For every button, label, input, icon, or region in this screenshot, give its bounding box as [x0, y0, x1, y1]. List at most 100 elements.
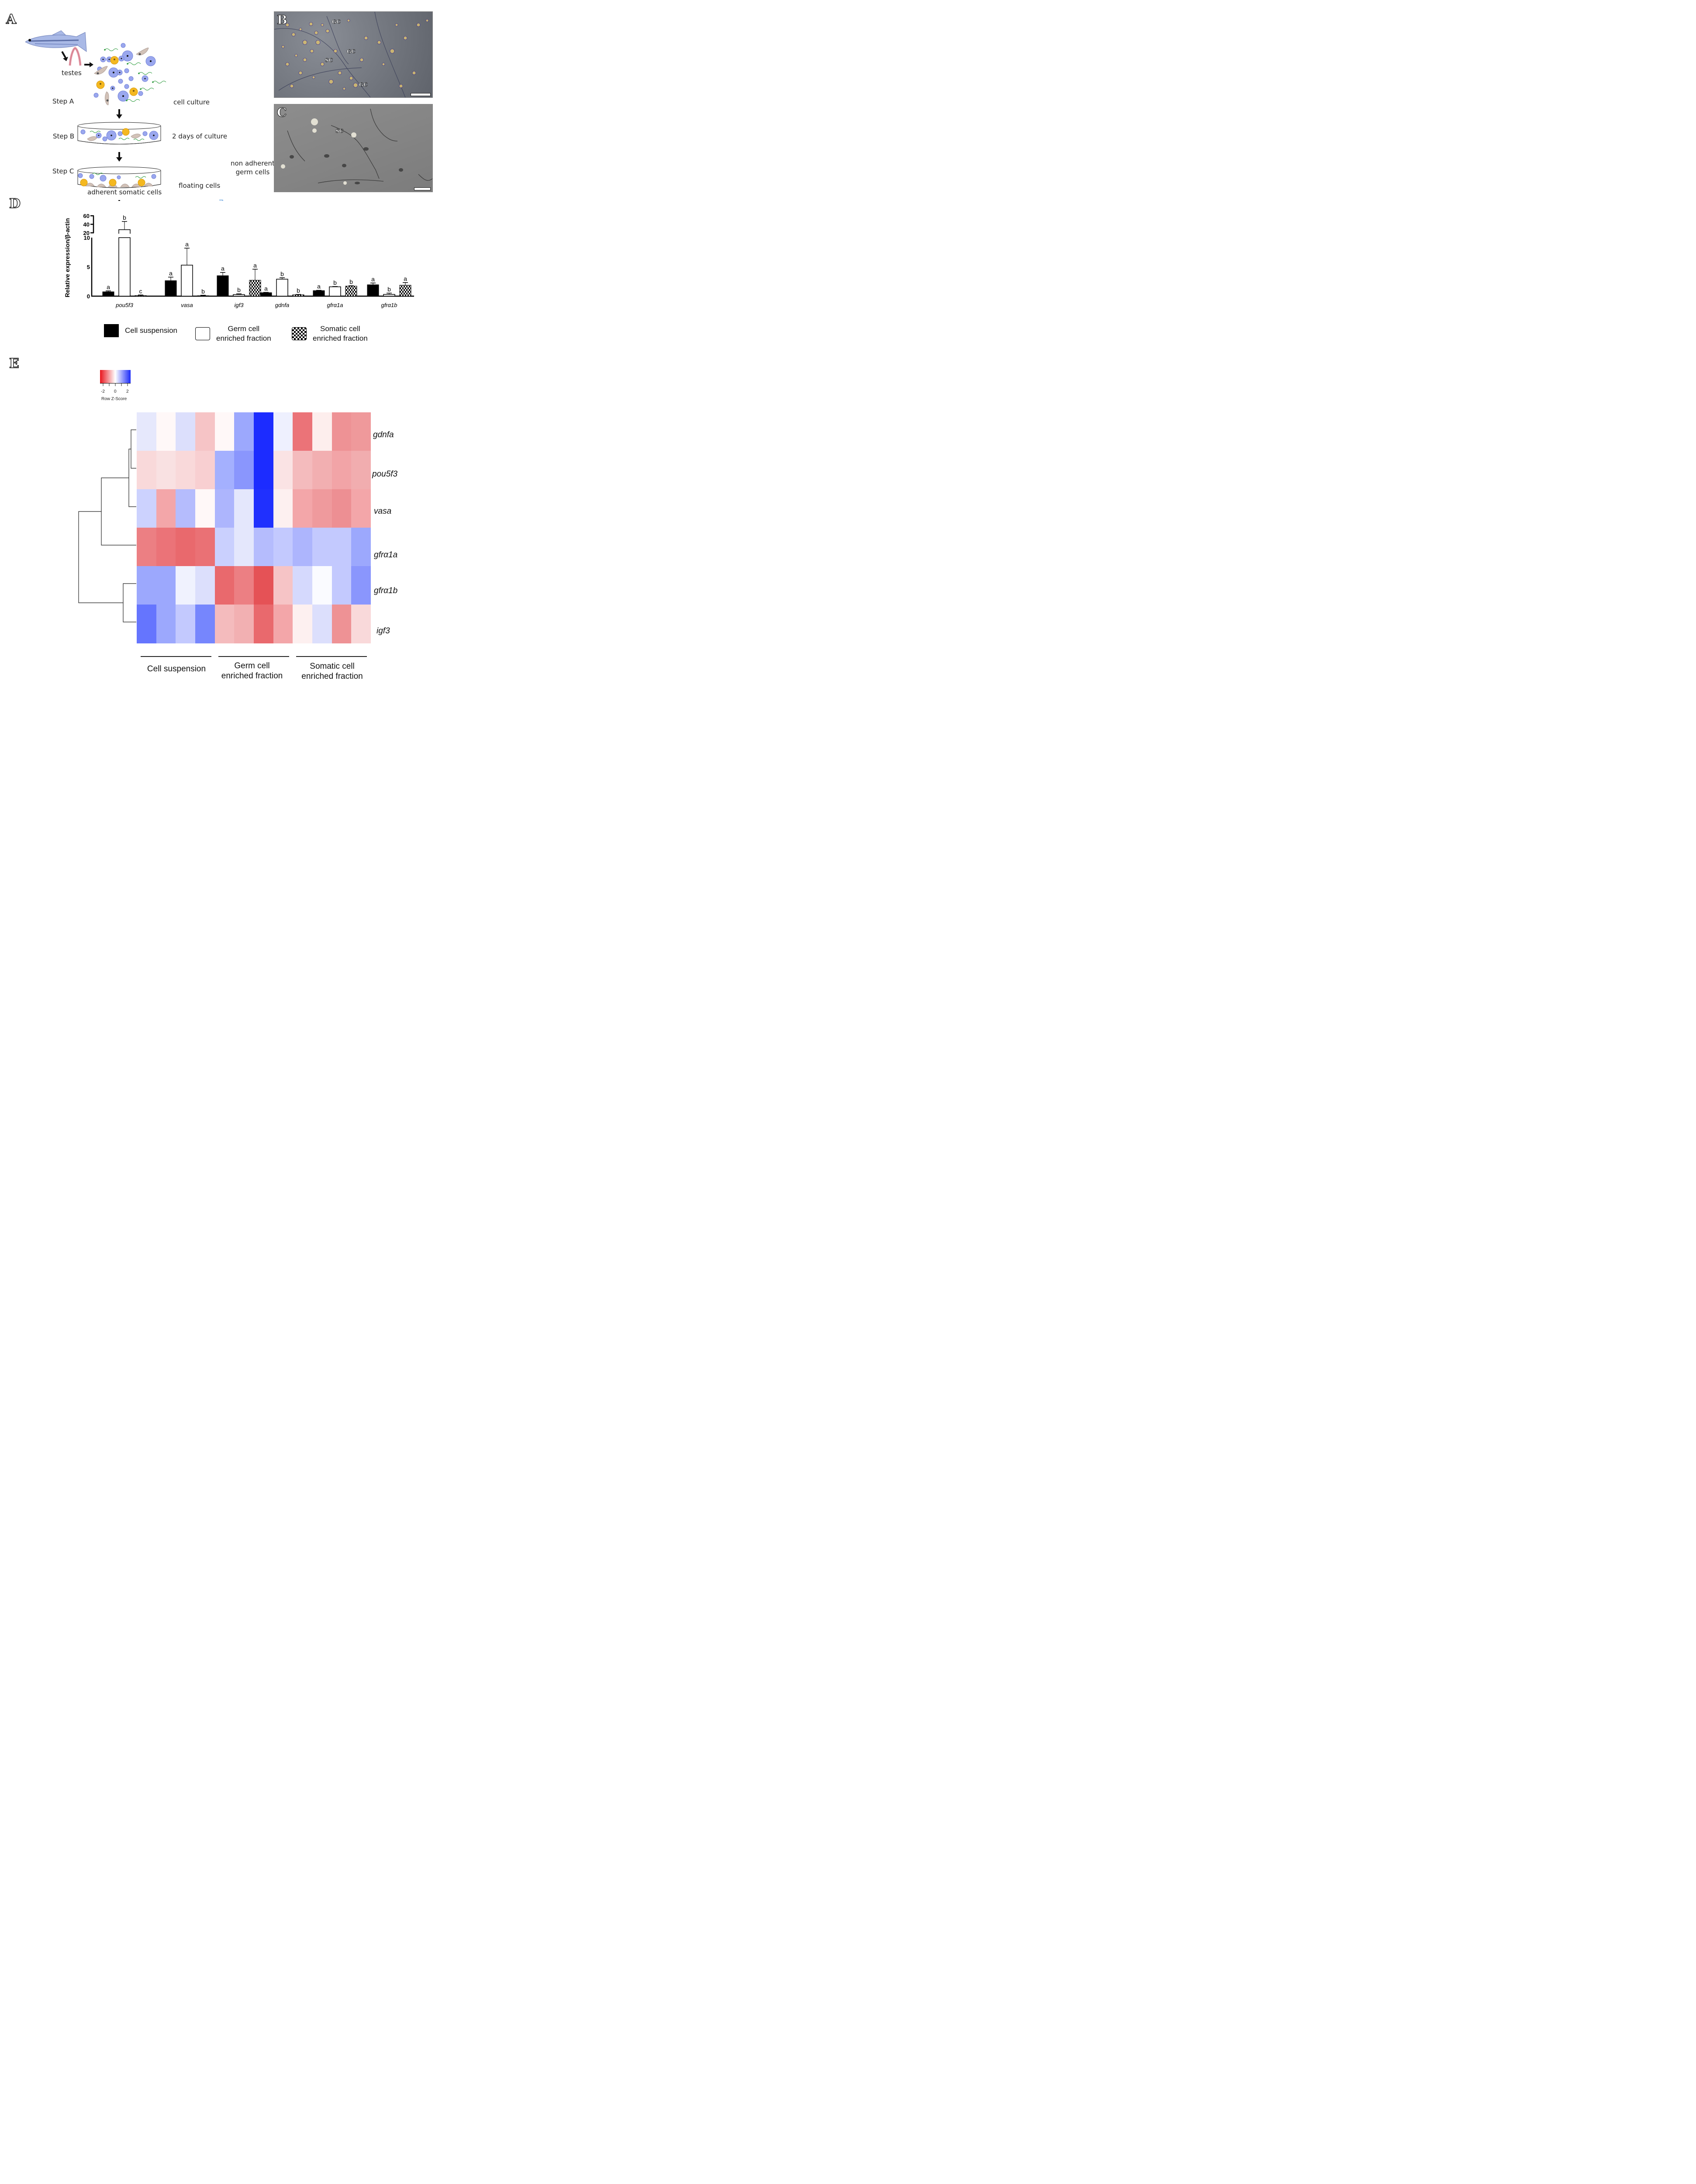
dish-step-b — [77, 166, 161, 188]
svg-text:b: b — [387, 286, 391, 293]
heatmap-cell — [312, 566, 332, 605]
svg-text:a: a — [317, 283, 321, 290]
heatmap-cell — [214, 412, 235, 451]
legend-label: Cell suspension — [125, 326, 178, 335]
heatmap-cell — [234, 451, 254, 490]
heatmap-cell — [332, 489, 352, 528]
micrograph-b-content — [274, 12, 429, 97]
color-key-tick-label: 2 — [126, 389, 129, 394]
row-label-gdnfa: gdnfa — [373, 430, 394, 439]
legend-label: Germ cell enriched fraction — [216, 325, 271, 342]
heatmap-cell — [176, 489, 196, 528]
legend-item-germ-enriched: Germ cell enriched fraction — [195, 324, 271, 343]
floating-cells — [219, 200, 223, 201]
floating-cells-label: floating cells — [179, 182, 221, 190]
x-axis-category: igf3 — [235, 302, 244, 308]
heatmap-cell — [137, 566, 157, 605]
heatmap-cell — [156, 451, 176, 490]
panel-letter-e: E — [9, 356, 19, 371]
row-label-igf3: igf3 — [377, 626, 390, 636]
heatmap-cell — [351, 412, 371, 451]
gc-tag-2: GC — [347, 48, 356, 55]
heatmap-cell — [312, 605, 332, 643]
group-bar-somatic-enriched — [296, 656, 367, 657]
heatmap-cell — [214, 566, 235, 605]
heatmap-cell — [234, 412, 254, 451]
heatmap-cell — [273, 412, 293, 451]
heatmap-cell — [312, 412, 332, 451]
dish-step-a — [77, 122, 161, 145]
svg-text:a: a — [169, 270, 173, 276]
step-c-label: Step C — [52, 167, 74, 175]
svg-text:a: a — [264, 285, 268, 292]
svg-text:b: b — [123, 214, 126, 221]
color-key-gradient — [100, 370, 131, 384]
row-label-vasa: vasa — [374, 507, 392, 516]
heatmap-cell — [254, 605, 274, 643]
heatmap-cell — [137, 489, 157, 528]
group-bar-cell-suspension — [141, 656, 211, 657]
heatmap-cell — [195, 605, 215, 643]
heatmap-cell — [293, 489, 313, 528]
color-key-tick-label: -2 — [101, 389, 105, 394]
heatmap-cell — [156, 566, 176, 605]
checker-swatch-icon — [292, 327, 307, 340]
heatmap-cell — [332, 528, 352, 567]
panel-letter-c: C — [276, 105, 287, 120]
group-label-germ-enriched: Germ cell enriched fraction — [221, 661, 283, 681]
svg-text:a: a — [404, 275, 407, 282]
group-label-cell-suspension: Cell suspension — [147, 664, 206, 674]
svg-text:b: b — [333, 279, 337, 286]
heatmap-cell — [234, 528, 254, 567]
heatmap-cell — [137, 605, 157, 643]
svg-text:40: 40 — [83, 221, 90, 228]
heatmap-cell — [137, 412, 157, 451]
heatmap-cell — [156, 412, 176, 451]
heatmap-cell — [156, 605, 176, 643]
heatmap-cell — [254, 528, 274, 567]
color-key-title: Row Z-Score — [101, 397, 127, 401]
sc-tag-b: SC — [325, 57, 333, 64]
heatmap-cell — [176, 566, 196, 605]
row-label-gfra1a: gfrα1a — [374, 550, 398, 560]
heatmap-cell — [273, 489, 293, 528]
panel-letter-b: B — [277, 13, 288, 28]
svg-text:b: b — [349, 278, 353, 285]
heatmap-cell — [176, 528, 196, 567]
heatmap-cell — [156, 528, 176, 567]
svg-text:a: a — [221, 265, 225, 272]
step-a-description: cell culture — [173, 98, 210, 106]
step-b-description: 2 days of culture — [172, 132, 228, 140]
heatmap-cell — [214, 489, 235, 528]
micrograph-c-content — [281, 108, 432, 185]
heatmap-cell — [312, 451, 332, 490]
heatmap-cell — [254, 566, 274, 605]
adherent-somatic-label: adherent somatic cells — [87, 188, 162, 196]
solid-swatch-icon — [104, 324, 119, 337]
flow-arrows — [116, 109, 122, 201]
heatmap-cell — [195, 566, 215, 605]
heatmap-cell — [234, 489, 254, 528]
heatmap-cell — [293, 566, 313, 605]
heatmap-cell — [293, 412, 313, 451]
gc-tag-3: GC — [359, 82, 368, 88]
svg-text:60: 60 — [83, 213, 90, 219]
svg-text:20: 20 — [83, 230, 90, 236]
heatmap-cell — [312, 489, 332, 528]
svg-text:c: c — [139, 287, 142, 294]
row-label-gfra1b: gfrα1b — [374, 586, 398, 595]
y-axis-label: Relative expression/β-actin — [64, 218, 71, 297]
heatmap-cell — [293, 451, 313, 490]
x-axis-category: vasa — [181, 302, 193, 308]
zebrafish-icon — [25, 30, 87, 52]
heatmap — [137, 412, 371, 643]
heatmap-cell — [293, 605, 313, 643]
heatmap-cell — [273, 605, 293, 643]
heatmap-cell — [332, 412, 352, 451]
heatmap-cell — [137, 528, 157, 567]
svg-text:b: b — [237, 287, 241, 294]
row-dendrogram — [78, 429, 136, 622]
scale-bar-b — [411, 93, 431, 96]
svg-text:5: 5 — [87, 264, 90, 270]
